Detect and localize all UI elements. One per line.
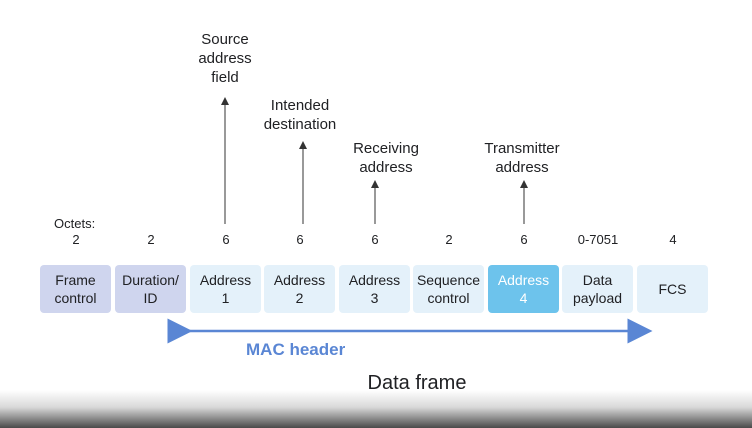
frame-field: FCS [637, 265, 708, 313]
bottom-shadow-band [0, 390, 752, 428]
octet-count: 6 [520, 232, 528, 247]
diagram-caption: Data frame [367, 372, 467, 394]
intended-destination-annotation: Intended destination [263, 97, 337, 133]
frame-field: Duration/ ID [115, 265, 186, 313]
frame-field: Sequence control [413, 265, 484, 313]
octet-count: 6 [296, 232, 304, 247]
receiving-address-annotation: Receiving address [353, 140, 419, 176]
octet-count: 2 [72, 232, 80, 247]
octet-count: 0-7051 [577, 232, 619, 247]
source-address-annotation: Source address field [198, 31, 252, 86]
frame-field: Data payload [562, 265, 633, 313]
frame-field: Address 3 [339, 265, 410, 313]
transmitter-address-annotation: Transmitter address [484, 140, 560, 176]
octet-count: 6 [222, 232, 230, 247]
frame-field: Frame control [40, 265, 111, 313]
mac-header-label: MAC header [246, 340, 346, 359]
octet-count: 2 [445, 232, 453, 247]
frame-field: Address 4 [488, 265, 559, 313]
octets-label: Octets: [54, 216, 96, 231]
frame-field: Address 1 [190, 265, 261, 313]
frame-field: Address 2 [264, 265, 335, 313]
octet-count: 4 [669, 232, 677, 247]
octet-count: 6 [371, 232, 379, 247]
octet-count: 2 [147, 232, 155, 247]
